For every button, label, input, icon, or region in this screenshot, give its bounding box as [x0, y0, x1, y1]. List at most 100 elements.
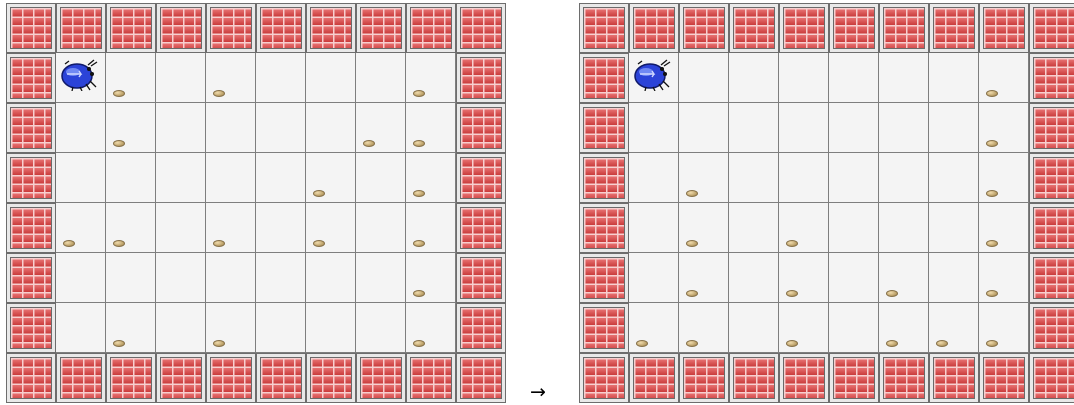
- brick-wall-icon: [583, 207, 625, 249]
- wall-cell: [579, 53, 629, 103]
- floor-cell: [679, 253, 729, 303]
- brick-wall-icon: [883, 357, 925, 399]
- floor-cell: [406, 103, 456, 153]
- floor-cell: [406, 303, 456, 353]
- beeper-icon: [113, 340, 125, 347]
- floor-cell: [306, 53, 356, 103]
- floor-cell: [979, 103, 1029, 153]
- wall-cell: [256, 353, 306, 403]
- floor-cell: [256, 253, 306, 303]
- brick-wall-icon: [10, 107, 52, 149]
- floor-cell: [779, 303, 829, 353]
- beeper-icon: [413, 190, 425, 197]
- floor-cell: [979, 303, 1029, 353]
- brick-wall-icon: [583, 157, 625, 199]
- floor-cell: [729, 153, 779, 203]
- beeper-icon: [413, 240, 425, 247]
- wall-cell: [6, 253, 56, 303]
- floor-cell: [779, 203, 829, 253]
- floor-cell: [106, 103, 156, 153]
- beeper-icon: [986, 340, 998, 347]
- brick-wall-icon: [460, 57, 502, 99]
- wall-cell: [6, 3, 56, 53]
- brick-wall-icon: [583, 7, 625, 49]
- floor-cell: [156, 303, 206, 353]
- wall-cell: [256, 3, 306, 53]
- brick-wall-icon: [633, 7, 675, 49]
- beeper-icon: [686, 340, 698, 347]
- wall-cell: [1029, 253, 1074, 303]
- brick-wall-icon: [833, 357, 875, 399]
- brick-wall-icon: [460, 307, 502, 349]
- floor-cell: [56, 53, 106, 103]
- floor-cell: [256, 103, 306, 153]
- brick-wall-icon: [933, 7, 975, 49]
- floor-cell: [779, 53, 829, 103]
- floor-cell: [879, 303, 929, 353]
- wall-cell: [106, 3, 156, 53]
- floor-cell: [929, 303, 979, 353]
- brick-wall-icon: [210, 7, 252, 49]
- brick-wall-icon: [10, 307, 52, 349]
- brick-wall-icon: [260, 7, 302, 49]
- floor-cell: [629, 153, 679, 203]
- floor-cell: [306, 253, 356, 303]
- brick-wall-icon: [460, 207, 502, 249]
- floor-cell: [679, 153, 729, 203]
- brick-wall-icon: [583, 107, 625, 149]
- beeper-icon: [313, 190, 325, 197]
- beeper-icon: [986, 90, 998, 97]
- floor-cell: [156, 153, 206, 203]
- wall-cell: [156, 3, 206, 53]
- brick-wall-icon: [460, 357, 502, 399]
- floor-cell: [256, 53, 306, 103]
- beeper-icon: [213, 240, 225, 247]
- wall-cell: [579, 103, 629, 153]
- brick-wall-icon: [783, 7, 825, 49]
- wall-cell: [106, 353, 156, 403]
- beeper-icon: [63, 240, 75, 247]
- brick-wall-icon: [733, 7, 775, 49]
- brick-wall-icon: [60, 7, 102, 49]
- brick-wall-icon: [460, 157, 502, 199]
- floor-cell: [256, 203, 306, 253]
- floor-cell: [306, 153, 356, 203]
- brick-wall-icon: [110, 357, 152, 399]
- floor-cell: [879, 253, 929, 303]
- floor-cell: [156, 253, 206, 303]
- floor-cell: [356, 303, 406, 353]
- wall-cell: [1029, 153, 1074, 203]
- floor-cell: [206, 103, 256, 153]
- brick-wall-icon: [1033, 157, 1074, 199]
- brick-wall-icon: [1033, 307, 1074, 349]
- floor-cell: [106, 53, 156, 103]
- floor-cell: [729, 103, 779, 153]
- brick-wall-icon: [633, 357, 675, 399]
- floor-cell: [929, 203, 979, 253]
- brick-wall-icon: [10, 157, 52, 199]
- wall-cell: [356, 3, 406, 53]
- floor-cell: [679, 203, 729, 253]
- wall-cell: [206, 3, 256, 53]
- floor-cell: [206, 153, 256, 203]
- brick-wall-icon: [460, 7, 502, 49]
- floor-cell: [679, 103, 729, 153]
- floor-cell: [929, 103, 979, 153]
- wall-cell: [456, 153, 506, 203]
- floor-cell: [406, 253, 456, 303]
- floor-cell: [256, 153, 306, 203]
- beeper-icon: [986, 240, 998, 247]
- brick-wall-icon: [310, 7, 352, 49]
- floor-cell: [929, 53, 979, 103]
- wall-cell: [456, 253, 506, 303]
- wall-cell: [629, 3, 679, 53]
- floor-cell: [729, 53, 779, 103]
- floor-cell: [929, 253, 979, 303]
- beeper-icon: [113, 140, 125, 147]
- floor-cell: [979, 253, 1029, 303]
- floor-cell: [829, 303, 879, 353]
- wall-cell: [406, 353, 456, 403]
- floor-cell: [629, 103, 679, 153]
- floor-cell: [56, 253, 106, 303]
- floor-cell: [206, 303, 256, 353]
